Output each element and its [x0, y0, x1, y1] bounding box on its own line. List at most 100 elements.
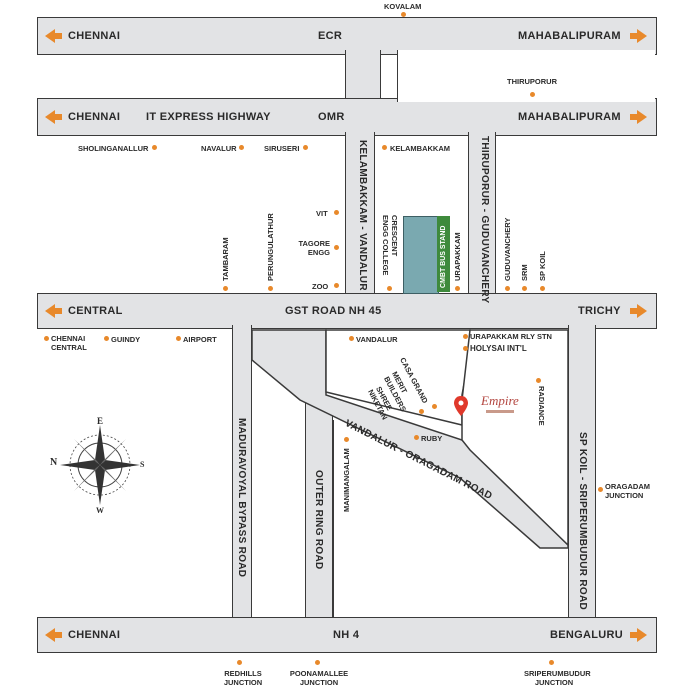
place-dot — [223, 286, 228, 291]
place-dot — [382, 145, 387, 150]
direction-bengaluru: BENGALURU — [550, 629, 623, 641]
place-dot — [387, 286, 392, 291]
arrow-left-icon — [45, 628, 62, 642]
place-srm: SRM — [520, 264, 529, 281]
nh4-road — [37, 617, 657, 653]
compass-w: W — [96, 506, 104, 515]
bus-stand-strip — [437, 216, 450, 292]
arrow-right-icon — [630, 628, 647, 642]
compass-rose-icon — [60, 425, 140, 505]
bus-stand-label: CMBT BUS STAND — [440, 225, 447, 288]
place-dot — [334, 210, 339, 215]
direction-central: CENTRAL — [68, 305, 123, 317]
arrow-right-icon — [630, 304, 647, 318]
place-siruseri: SIRUSERI — [264, 144, 300, 153]
ecr-road — [37, 17, 657, 55]
road-label-it-highway: IT EXPRESS HIGHWAY — [146, 111, 271, 123]
place-dot — [540, 286, 545, 291]
place-sriperumbudur: SRIPERUMBUDUR JUNCTION — [524, 669, 591, 687]
place-navalur: NAVALUR — [201, 144, 237, 153]
place-dot — [522, 286, 527, 291]
place-kelambakkam: KELAMBAKKAM — [390, 144, 450, 153]
place-vit: VIT — [316, 209, 328, 218]
place-urapakkam: URAPAKKAM — [453, 232, 462, 281]
place-guindy: GUINDY — [111, 335, 141, 344]
compass-s: S — [140, 460, 145, 469]
road-label-outer-ring: OUTER RING ROAD — [313, 470, 324, 570]
outer-ring-road — [305, 400, 333, 621]
place-thiruporur: THIRUPORUR — [507, 77, 557, 86]
place-sholinganallur: SHOLINGANALLUR — [78, 144, 149, 153]
road-label-gst: GST ROAD NH 45 — [285, 305, 382, 317]
place-vandalur: VANDALUR — [356, 335, 398, 344]
place-perungulathur: PERUNGULATHUR — [266, 213, 275, 281]
place-dot — [401, 12, 406, 17]
place-radiance: RADIANCE — [537, 386, 546, 426]
place-ruby: RUBY — [421, 434, 443, 443]
place-kovalam: KOVALAM — [384, 2, 422, 11]
place-dot — [419, 409, 424, 414]
gst-road — [37, 293, 657, 329]
location-pin-icon — [454, 396, 468, 416]
place-airport: AIRPORT — [183, 335, 217, 344]
place-dot — [334, 283, 339, 288]
direction-chennai: CHENNAI — [68, 629, 121, 641]
arrow-left-icon — [45, 304, 62, 318]
place-tagore: TAGORE ENGG — [298, 239, 330, 257]
place-dot — [344, 437, 349, 442]
place-dot — [239, 145, 244, 150]
place-urapakkam-rly: URAPAKKAM RLY STN — [470, 332, 552, 341]
place-chennai-central: CHENNAI CENTRAL — [51, 334, 87, 352]
road-label-ecr: ECR — [318, 30, 343, 42]
direction-mahabalipuram: MAHABALIPURAM — [518, 111, 621, 123]
road-label-thiruporur-guduvanchery: THIRUPORUR - GUDUVANCHERY — [479, 136, 490, 304]
thiruporur-guduvanchery-road — [468, 132, 496, 296]
place-dot — [349, 336, 354, 341]
place-dot — [536, 378, 541, 383]
place-redhills: REDHILLS JUNCTION — [223, 669, 263, 687]
place-zoo: ZOO — [312, 282, 329, 291]
place-dot — [44, 336, 49, 341]
place-poonamallee: POONAMALLEE JUNCTION — [289, 669, 349, 687]
place-crescent: CRESCENT ENGG COLLEGE — [381, 215, 399, 276]
place-dot — [104, 336, 109, 341]
place-oragadam: ORAGADAM JUNCTION — [605, 482, 650, 500]
road-label-omr: OMR — [318, 111, 345, 123]
place-manimangalam: MANIMANGALAM — [342, 448, 351, 512]
place-holysai: HOLYSAI INT'L — [470, 344, 527, 353]
compass-e: E — [97, 416, 104, 426]
place-dot — [414, 435, 419, 440]
place-dot — [505, 286, 510, 291]
place-dot — [237, 660, 242, 665]
arrow-left-icon — [45, 110, 62, 124]
place-dot — [303, 145, 308, 150]
ecr-omr-connector-right2 — [397, 50, 655, 102]
place-dot — [463, 346, 468, 351]
place-dot — [315, 660, 320, 665]
compass-n: N — [50, 457, 58, 468]
direction-chennai: CHENNAI — [68, 30, 121, 42]
road-label-maduravoyal: MADURAVOYAL BYPASS ROAD — [236, 418, 247, 578]
manimangalam-road — [333, 420, 334, 620]
direction-mahabalipuram: MAHABALIPURAM — [518, 30, 621, 42]
kelambakkam-vandalur-lane — [345, 132, 375, 296]
road-label-kelambakkam-vandalur: KELAMBAKKAM - VANDALUR — [357, 140, 368, 291]
project-logo: Empire — [481, 393, 519, 408]
road-label-sp-koil: SP KOIL - SRIPERUMBUDUR ROAD — [577, 432, 588, 611]
place-dot — [455, 286, 460, 291]
bus-icon — [403, 216, 439, 294]
place-dot — [176, 336, 181, 341]
direction-trichy: TRICHY — [578, 305, 621, 317]
place-dot — [530, 92, 535, 97]
road-label-nh4: NH 4 — [333, 629, 360, 641]
place-dot — [549, 660, 554, 665]
place-guduvanchery: GUDUVANCHERY — [503, 217, 512, 281]
sp-koil-road — [568, 325, 596, 621]
place-dot — [152, 145, 157, 150]
arrow-right-icon — [630, 110, 647, 124]
arrow-left-icon — [45, 29, 62, 43]
place-dot — [598, 487, 603, 492]
place-tambaram: TAMBARAM — [221, 237, 230, 281]
